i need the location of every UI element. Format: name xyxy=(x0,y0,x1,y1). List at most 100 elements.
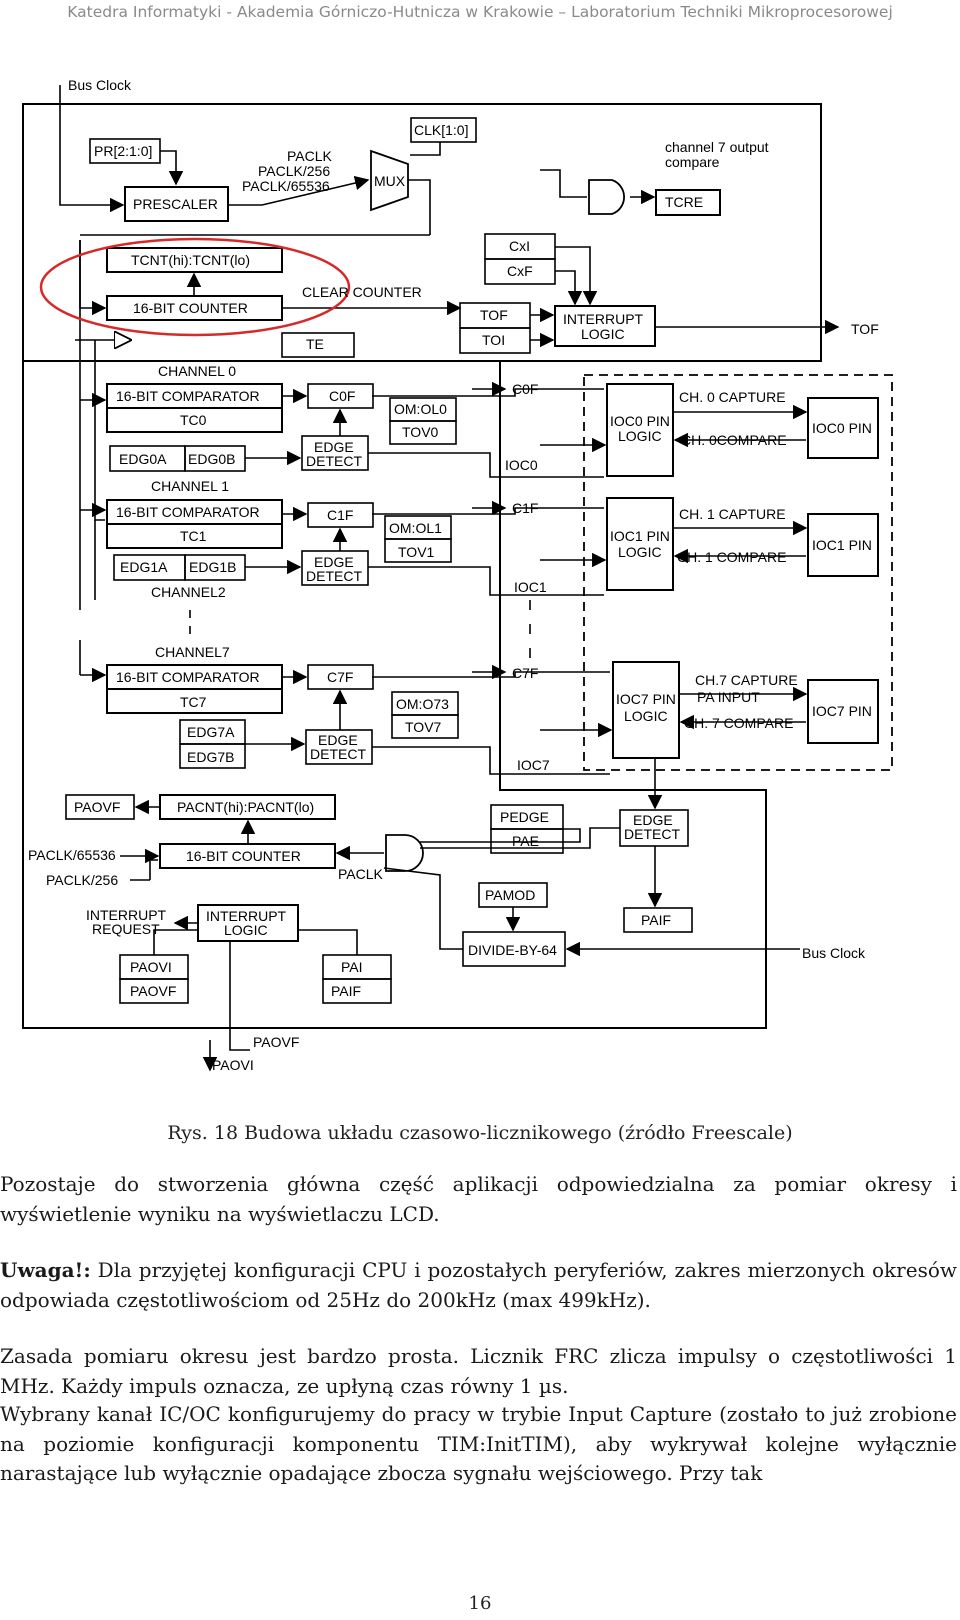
svg-text:16-BIT COMPARATOR: 16-BIT COMPARATOR xyxy=(116,388,260,404)
svg-text:PA INPUT: PA INPUT xyxy=(697,689,760,705)
svg-text:IOC1 PIN: IOC1 PIN xyxy=(610,528,670,544)
svg-text:TCNT(hi):TCNT(lo): TCNT(hi):TCNT(lo) xyxy=(131,252,250,268)
svg-text:PAE: PAE xyxy=(512,833,539,849)
svg-text:C7F: C7F xyxy=(327,669,353,685)
page-number: 16 xyxy=(468,1593,492,1614)
svg-text:channel 7 output: channel 7 output xyxy=(665,139,769,155)
warning-label: Uwaga!: xyxy=(0,1258,91,1282)
svg-text:LOGIC: LOGIC xyxy=(618,544,662,560)
svg-text:CLK[1:0]: CLK[1:0] xyxy=(414,122,468,138)
svg-text:TOV7: TOV7 xyxy=(405,719,442,735)
svg-text:IOC1: IOC1 xyxy=(514,579,547,595)
svg-text:DETECT: DETECT xyxy=(306,453,362,469)
svg-text:PAI: PAI xyxy=(341,959,363,975)
svg-text:C1F: C1F xyxy=(512,500,538,516)
figure-caption: Rys. 18 Budowa układu czasowo-licznikowe… xyxy=(167,1122,793,1144)
svg-text:EDGE: EDGE xyxy=(318,732,358,748)
svg-text:EDGE: EDGE xyxy=(633,812,673,828)
svg-text:IOC7: IOC7 xyxy=(517,757,550,773)
svg-text:PEDGE: PEDGE xyxy=(500,809,549,825)
svg-text:LOGIC: LOGIC xyxy=(224,922,268,938)
highlight-ellipse xyxy=(39,237,351,337)
svg-text:DIVIDE-BY-64: DIVIDE-BY-64 xyxy=(468,942,557,958)
svg-text:IOC7 PIN: IOC7 PIN xyxy=(812,703,872,719)
svg-text:CH.7 CAPTURE: CH.7 CAPTURE xyxy=(695,672,798,688)
svg-text:PAIF: PAIF xyxy=(331,983,361,999)
svg-text:CHANNEL 0: CHANNEL 0 xyxy=(158,363,236,379)
svg-text:PACNT(hi):PACNT(lo): PACNT(hi):PACNT(lo) xyxy=(177,799,314,815)
svg-text:PAOVF: PAOVF xyxy=(253,1034,299,1050)
svg-text:OM:O73: OM:O73 xyxy=(396,696,449,712)
svg-text:REQUEST: REQUEST xyxy=(92,921,160,937)
svg-text:CHANNEL2: CHANNEL2 xyxy=(151,584,226,600)
svg-text:CxF: CxF xyxy=(507,263,533,279)
paragraph-2-text: Dla przyjętej konfiguracji CPU i pozosta… xyxy=(0,1258,957,1312)
svg-text:Bus Clock: Bus Clock xyxy=(802,945,866,961)
svg-text:PACLK/65536: PACLK/65536 xyxy=(28,847,116,863)
svg-text:CHANNEL 1: CHANNEL 1 xyxy=(151,478,229,494)
svg-text:TOV1: TOV1 xyxy=(398,544,435,560)
svg-text:DETECT: DETECT xyxy=(310,746,366,762)
svg-text:TOI: TOI xyxy=(482,332,505,348)
svg-text:LOGIC: LOGIC xyxy=(624,708,668,724)
svg-text:OM:OL0: OM:OL0 xyxy=(394,401,447,417)
svg-text:CH. 1 CAPTURE: CH. 1 CAPTURE xyxy=(679,506,786,522)
svg-text:PACLK/256: PACLK/256 xyxy=(46,872,118,888)
svg-text:PR[2:1:0]: PR[2:1:0] xyxy=(94,143,152,159)
svg-text:IOC7 PIN: IOC7 PIN xyxy=(616,691,676,707)
svg-text:PAIF: PAIF xyxy=(641,912,671,928)
svg-text:LOGIC: LOGIC xyxy=(581,326,625,342)
svg-text:PAOVI: PAOVI xyxy=(212,1057,254,1073)
page-header: Katedra Informatyki - Akademia Górniczo-… xyxy=(67,3,893,21)
svg-text:CH. 1 COMPARE: CH. 1 COMPARE xyxy=(677,549,786,565)
upper-frame xyxy=(22,103,822,362)
svg-text:IOC1 PIN: IOC1 PIN xyxy=(812,537,872,553)
bus-clock-label: Bus Clock xyxy=(68,77,132,93)
svg-text:TOF: TOF xyxy=(480,307,508,323)
svg-text:INTERRUPT: INTERRUPT xyxy=(206,908,287,924)
svg-text:IOC0 PIN: IOC0 PIN xyxy=(812,420,872,436)
lower-frame xyxy=(22,361,767,1029)
svg-text:TOV0: TOV0 xyxy=(402,424,439,440)
svg-text:TE: TE xyxy=(306,336,324,352)
timer-block-diagram: Bus Clock PR[2:1:0] CLK[1:0] PACLK PACLK… xyxy=(22,77,893,1073)
svg-text:EDG1B: EDG1B xyxy=(189,559,236,575)
svg-text:TOF: TOF xyxy=(851,321,879,337)
svg-text:IOC0: IOC0 xyxy=(505,457,538,473)
svg-text:EDGE: EDGE xyxy=(314,554,354,570)
svg-text:PAOVI: PAOVI xyxy=(130,959,172,975)
svg-text:PACLK/256: PACLK/256 xyxy=(258,163,330,179)
paragraph-2: Uwaga!: Dla przyjętej konfiguracji CPU i… xyxy=(0,1256,957,1315)
svg-text:CH. 0 CAPTURE: CH. 0 CAPTURE xyxy=(679,389,786,405)
svg-text:EDG0A: EDG0A xyxy=(119,451,167,467)
svg-text:MUX: MUX xyxy=(374,173,406,189)
svg-text:PRESCALER: PRESCALER xyxy=(133,196,218,212)
svg-text:16-BIT COUNTER: 16-BIT COUNTER xyxy=(133,300,248,316)
svg-text:CH. 0COMPARE: CH. 0COMPARE xyxy=(681,432,787,448)
svg-text:PAOVF: PAOVF xyxy=(74,799,120,815)
svg-text:EDG1A: EDG1A xyxy=(120,559,168,575)
svg-text:INTERRUPT: INTERRUPT xyxy=(563,311,644,327)
paragraph-3: Zasada pomiaru okresu jest bardzo prosta… xyxy=(0,1344,957,1398)
svg-text:CLEAR COUNTER: CLEAR COUNTER xyxy=(302,284,422,300)
svg-text:IOC0 PIN: IOC0 PIN xyxy=(610,413,670,429)
svg-text:EDGE: EDGE xyxy=(314,439,354,455)
paragraph-1: Pozostaje do stworzenia główna część apl… xyxy=(0,1172,957,1226)
svg-text:OM:OL1: OM:OL1 xyxy=(389,520,442,536)
svg-text:TC7: TC7 xyxy=(180,694,207,710)
svg-text:EDG7A: EDG7A xyxy=(187,724,235,740)
svg-text:C1F: C1F xyxy=(327,507,353,523)
svg-text:TCRE: TCRE xyxy=(665,194,703,210)
svg-text:16-BIT COUNTER: 16-BIT COUNTER xyxy=(186,848,301,864)
svg-text:PAOVF: PAOVF xyxy=(130,983,176,999)
svg-text:C0F: C0F xyxy=(512,381,538,397)
svg-text:CxI: CxI xyxy=(509,238,530,254)
svg-text:C7F: C7F xyxy=(512,665,538,681)
pin-area-dashed xyxy=(583,374,893,771)
svg-text:16-BIT COMPARATOR: 16-BIT COMPARATOR xyxy=(116,669,260,685)
svg-text:EDG7B: EDG7B xyxy=(187,749,234,765)
svg-text:LOGIC: LOGIC xyxy=(618,428,662,444)
svg-text:PACLK: PACLK xyxy=(287,148,333,164)
svg-text:PACLK: PACLK xyxy=(338,866,384,882)
svg-text:PACLK/65536: PACLK/65536 xyxy=(242,178,330,194)
